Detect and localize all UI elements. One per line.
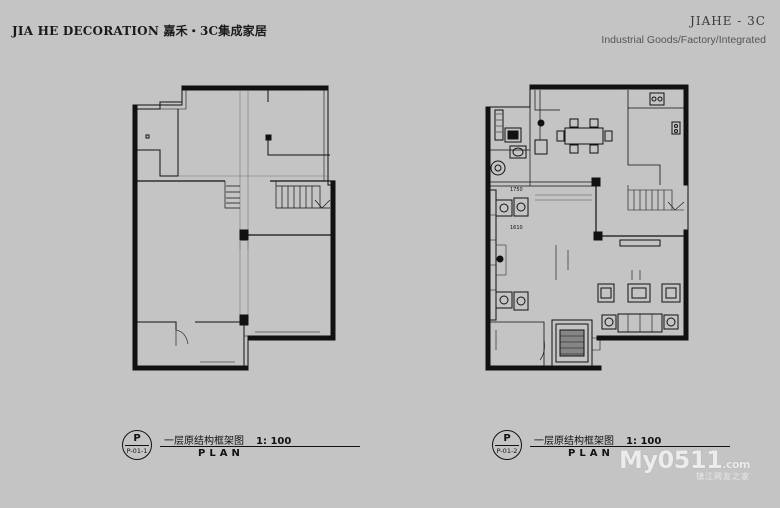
coffee-table <box>627 283 651 303</box>
room-lower-left <box>137 321 245 366</box>
plan-badge: P P-01-2 <box>492 430 522 460</box>
brand-title: JIA HE DECORATION 嘉禾・3C集成家居 <box>12 24 268 38</box>
fixture-box <box>504 127 522 143</box>
plan-badge: P P-01-1 <box>122 430 152 460</box>
plan-right <box>485 84 689 371</box>
armchair <box>495 199 513 217</box>
dim-1750: 1750 <box>510 187 523 193</box>
window <box>190 85 310 90</box>
watermark-logo: My0511.com 镇江网友之家 <box>618 446 751 481</box>
stairs-right <box>275 181 330 209</box>
door-swing <box>175 329 189 345</box>
plan-subtitle: PLAN <box>198 448 244 459</box>
kitchen <box>627 90 684 185</box>
brand-right-subtitle: Industrial Goods/Factory/Integrated <box>601 34 766 46</box>
plan-left <box>132 85 336 371</box>
sofa-left <box>597 283 615 303</box>
outer-wall-inner <box>136 89 332 367</box>
brand-right-title: JIAHE - 3C <box>690 14 766 28</box>
room-wc <box>137 101 182 177</box>
rug <box>551 319 593 367</box>
stairs <box>224 181 240 209</box>
stairs-r <box>627 185 684 211</box>
dining-table <box>564 127 604 145</box>
dim-1610: 1610 <box>510 225 523 231</box>
brand-right: JIAHE - 3C Industrial Goods/Factory/Inte… <box>601 14 766 46</box>
plan-subtitle: PLAN <box>568 448 614 459</box>
room-upper-right <box>267 90 330 156</box>
outer-wall <box>132 85 336 371</box>
sofa-right <box>661 283 681 303</box>
